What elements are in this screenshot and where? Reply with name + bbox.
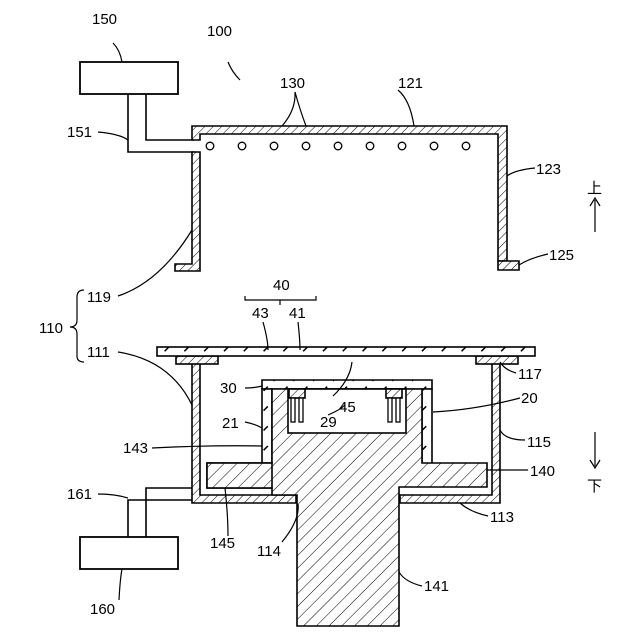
label-113: 113 (490, 509, 514, 526)
heater-hole (462, 142, 470, 150)
heater-hole (430, 142, 438, 150)
label-123: 123 (536, 161, 561, 178)
label-114: 114 (257, 543, 281, 560)
label-30: 30 (220, 380, 237, 397)
label-143: 143 (123, 440, 148, 457)
insulator-wall-21 (262, 389, 272, 473)
label-40: 40 (273, 277, 290, 294)
direction-down (590, 432, 600, 468)
post-left-a (291, 398, 295, 422)
label-45: 45 (339, 399, 356, 416)
heater-hole (238, 142, 246, 150)
brace-110 (70, 290, 84, 362)
label-141: 141 (424, 578, 449, 595)
post-cap-left (289, 389, 305, 398)
label-121: 121 (398, 75, 423, 92)
exhaust-pump-160 (80, 537, 178, 569)
label-29: 29 (320, 414, 337, 431)
heater-hole (366, 142, 374, 150)
label-21: 21 (222, 415, 239, 432)
heater-hole (206, 142, 214, 150)
support-pad-left (176, 356, 218, 364)
label-151: 151 (67, 124, 92, 141)
label-41: 41 (289, 305, 306, 322)
flange-125 (498, 261, 519, 270)
exhaust-line-161-outer (128, 500, 192, 537)
heater-hole (270, 142, 278, 150)
stage-flange-145 (207, 463, 272, 488)
post-right-b (396, 398, 400, 422)
support-pad-117 (476, 356, 518, 364)
heater-hole (334, 142, 342, 150)
label-145: 145 (210, 535, 235, 552)
insulator-wall-20 (422, 389, 432, 473)
gas-supply-150 (80, 62, 178, 94)
label-43: 43 (252, 305, 269, 322)
label-125: 125 (549, 247, 574, 264)
label-up: 上 (587, 180, 602, 197)
window-40 (157, 347, 535, 356)
heater-plate-30 (262, 380, 432, 389)
post-left-b (299, 398, 303, 422)
heater-holes-130 (206, 142, 470, 150)
label-160: 160 (90, 601, 115, 618)
left-wall-119 (175, 152, 200, 271)
label-115: 115 (527, 434, 551, 451)
label-119: 119 (87, 289, 111, 306)
label-111: 111 (87, 344, 110, 361)
label-150: 150 (92, 11, 117, 28)
label-117: 117 (518, 366, 542, 383)
gas-line-151-outer (128, 94, 194, 152)
post-right-a (388, 398, 392, 422)
label-100: 100 (207, 23, 232, 40)
label-20: 20 (521, 390, 538, 407)
post-cap-right (386, 389, 402, 398)
gas-line-151-inner (146, 94, 194, 140)
label-161: 161 (67, 486, 92, 503)
label-110: 110 (39, 320, 63, 337)
heater-hole (398, 142, 406, 150)
label-130: 130 (280, 75, 305, 92)
exhaust-line-161-inner (146, 488, 192, 537)
label-140: 140 (530, 463, 555, 480)
label-down: 下 (587, 478, 602, 495)
direction-up (590, 198, 600, 232)
heater-hole (302, 142, 310, 150)
